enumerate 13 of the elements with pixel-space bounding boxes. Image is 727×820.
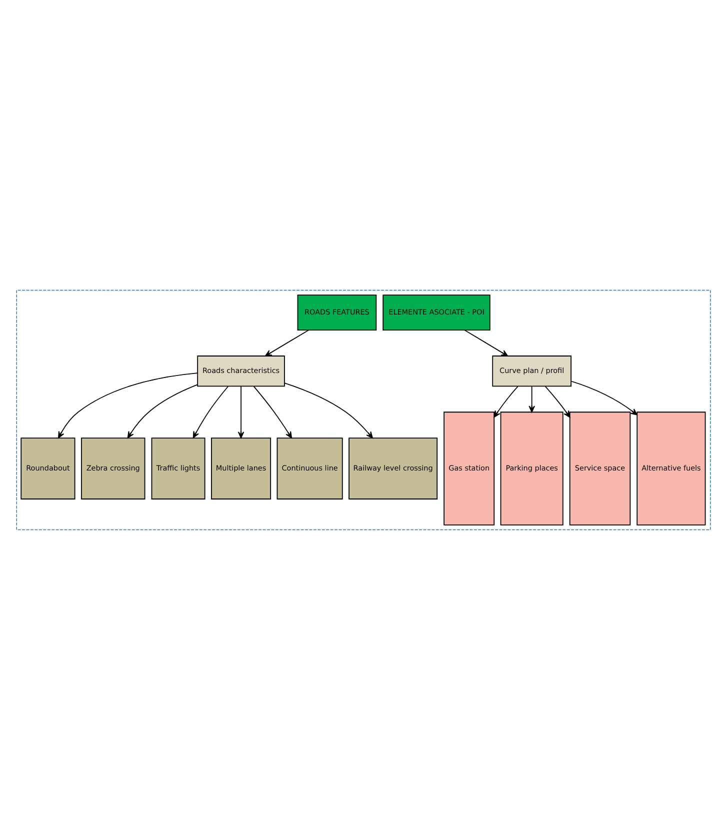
arrow <box>264 330 309 356</box>
arrow <box>570 380 638 416</box>
arrow <box>544 386 570 418</box>
arrow <box>238 386 244 438</box>
cluster <box>16 290 711 530</box>
arrow <box>127 384 198 438</box>
arrow <box>284 382 373 438</box>
arrow <box>192 386 229 438</box>
arrow <box>253 386 292 438</box>
arrow <box>494 386 518 418</box>
arrow <box>528 386 535 413</box>
arrow <box>464 330 508 356</box>
arrow <box>58 372 198 438</box>
